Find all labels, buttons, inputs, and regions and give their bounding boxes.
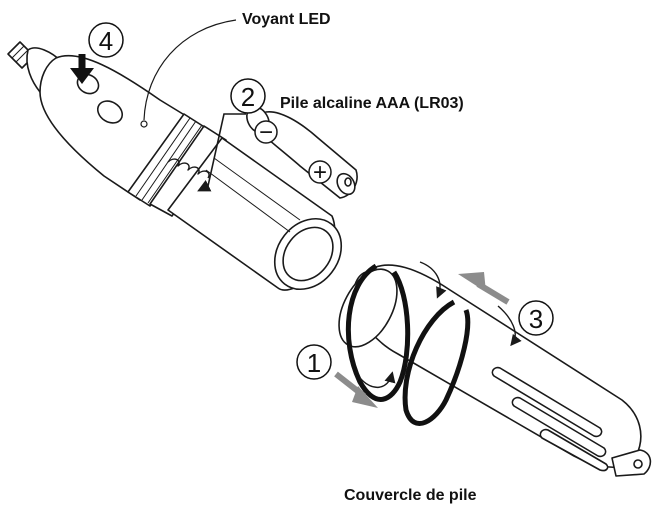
step-badge-3: 3	[518, 300, 554, 336]
cover-tab	[611, 449, 652, 477]
negative-sign: −	[259, 119, 273, 146]
gray-arrow-remove	[334, 371, 378, 408]
step-number-4: 4	[99, 26, 113, 56]
rotate-arrow-top	[419, 261, 447, 299]
positive-sign: +	[313, 159, 327, 186]
led-leader-line	[143, 19, 237, 121]
step-badge-2: 2	[230, 78, 266, 114]
secondary-button	[96, 100, 124, 124]
step-number-1: 1	[307, 348, 321, 378]
label-cover: Couvercle de pile	[344, 487, 477, 504]
step-badge-1: 1	[296, 344, 332, 380]
cover-ring-left	[345, 263, 411, 402]
battery-insert-arrow	[197, 113, 246, 192]
label-led: Voyant LED	[242, 11, 331, 28]
gray-arrow-attach	[458, 272, 510, 305]
rotate-arrow-left	[359, 371, 396, 388]
cover-ring-right	[402, 299, 471, 426]
step-badge-4: 4	[88, 22, 124, 58]
led-indicator	[140, 120, 148, 128]
rotate-arrow-right	[497, 305, 522, 347]
step-number-2: 2	[241, 82, 255, 112]
battery-cover	[338, 264, 652, 477]
battery-negative-symbol: −	[254, 119, 278, 146]
step-number-3: 3	[529, 304, 543, 334]
battery-positive-symbol: +	[308, 159, 332, 186]
battery-spring	[167, 158, 210, 179]
pen-body	[7, 41, 343, 291]
press-arrow	[70, 54, 94, 84]
pen-thread-section	[127, 113, 207, 207]
label-battery: Pile alcaline AAA (LR03)	[280, 95, 464, 112]
